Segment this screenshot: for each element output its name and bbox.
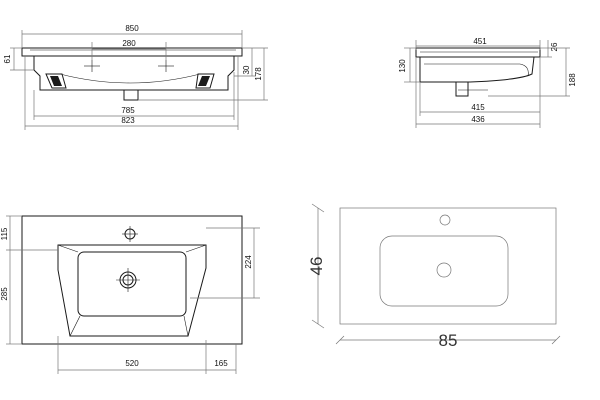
dim-label-bowl-width: 520 (125, 359, 139, 368)
dim-label-overflow-height: 30 (242, 65, 251, 74)
dim-label-tap-spacing: 280 (122, 39, 136, 48)
front-right-cutout (195, 73, 215, 89)
outline-tap-hole (439, 214, 451, 226)
dim-label-rim-thickness: 26 (550, 42, 559, 51)
dim-label-total-height: 178 (254, 67, 263, 81)
plan-bowl-outer (57, 244, 207, 337)
plan-corner-tl (57, 244, 79, 253)
dim-label-mount-depth: 415 (471, 103, 485, 112)
dim-label-bowl-offset: 165 (214, 359, 228, 368)
outline-bowl (379, 235, 509, 307)
outline-view: 46 85 (307, 203, 561, 350)
dim-label-width-cm: 85 (439, 331, 458, 350)
front-drain (123, 89, 139, 101)
side-rim (415, 47, 541, 58)
dim-label-top-depth: 451 (473, 37, 487, 46)
plan-outer (21, 215, 243, 345)
front-right-cutout-fill (198, 76, 210, 86)
dim-label-tap-offset: 115 (0, 227, 9, 240)
dim-tick-depth-top (311, 203, 325, 213)
dim-label-overall-width: 850 (125, 24, 139, 33)
front-view: 850 280 61 30 178 785 823 (3, 24, 268, 130)
dim-tick-depth-bottom (311, 319, 325, 329)
dim-label-rim-height: 61 (3, 54, 12, 63)
plan-corner-tr (185, 244, 207, 253)
dim-label-bottom-depth: 436 (471, 115, 485, 124)
dim-label-side-depth: 285 (0, 287, 9, 301)
outline-drain (436, 262, 452, 278)
dim-label-drain-width: 785 (121, 106, 135, 115)
side-view: 451 26 130 188 415 436 (398, 37, 577, 128)
dim-label-basin-depth: 224 (244, 255, 253, 269)
dim-tick-width-right (551, 335, 561, 345)
dim-label-rear-height: 188 (568, 73, 577, 87)
side-drain (455, 81, 469, 97)
front-left-cutout-fill (50, 76, 62, 86)
plan-corner-bl (69, 315, 81, 337)
dim-label-front-height: 130 (398, 59, 407, 73)
plan-view: 115 285 224 520 165 (0, 215, 260, 374)
side-body (419, 56, 535, 83)
outline-outer (339, 207, 557, 325)
dim-label-depth-cm: 46 (307, 257, 326, 276)
dim-tick-width-left (335, 335, 345, 345)
side-bowl-line (424, 63, 529, 77)
front-rim (21, 47, 243, 57)
plan-corner-br (183, 315, 189, 337)
front-left-cutout (45, 73, 67, 89)
plan-bowl-inner (77, 251, 187, 317)
dim-label-bottom-width: 823 (121, 116, 135, 125)
front-bowl-curve (59, 73, 201, 84)
